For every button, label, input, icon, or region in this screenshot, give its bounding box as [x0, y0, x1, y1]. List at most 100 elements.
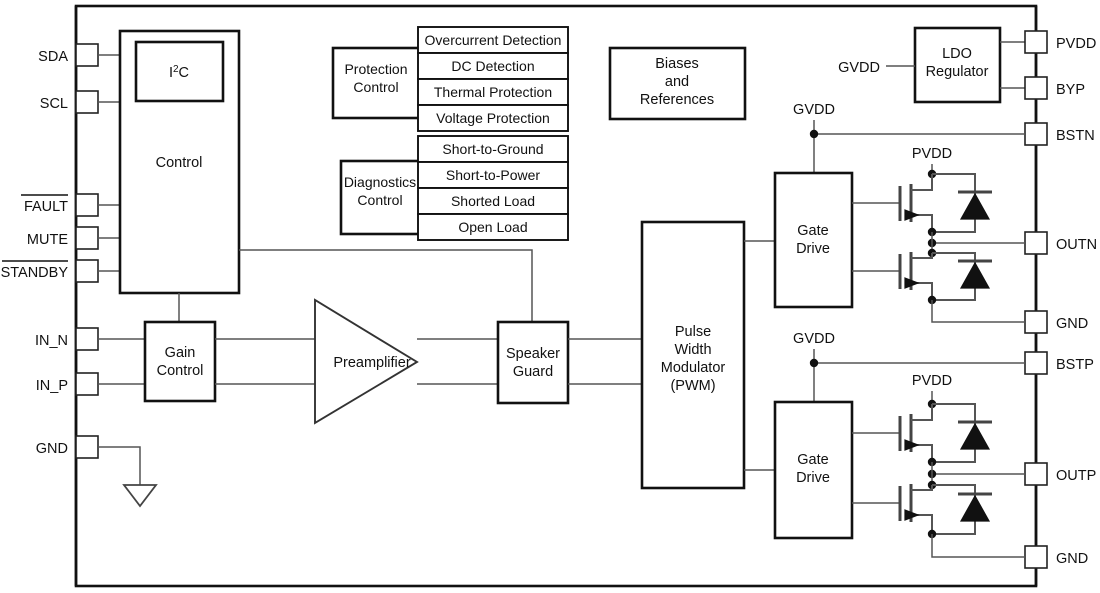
pvdd-label-bottom: PVDD — [912, 373, 952, 389]
ground-symbol — [122, 484, 158, 508]
diagnostics-control-label-1: Diagnostics — [344, 174, 416, 190]
body-diode-p-high — [959, 422, 991, 450]
pin-label-fault: FAULT — [24, 199, 68, 215]
pin-in-n[interactable]: IN_N — [35, 327, 145, 351]
pin-outn[interactable]: OUTN — [1024, 231, 1097, 255]
protection-item[interactable] — [417, 52, 569, 80]
pin-standby[interactable]: STANDBY — [1, 259, 120, 283]
preamplifier-label: Preamplifier — [333, 355, 411, 371]
body-diode-n-high — [959, 192, 991, 220]
pin-label-in-p: IN_P — [36, 378, 68, 394]
pin-gnd-left[interactable]: GND — [36, 435, 141, 485]
gvdd-label-top: GVDD — [793, 102, 835, 118]
pin-byp[interactable]: BYP — [1024, 76, 1085, 100]
i2c-block-label: I2C — [169, 64, 189, 81]
pin-label-gnd-n: GND — [1056, 316, 1088, 332]
diagnostics-item-label: Shorted Load — [451, 193, 535, 209]
mosfet-arrow — [904, 209, 920, 221]
pin-in-p[interactable]: IN_P — [36, 372, 145, 396]
i2c-block[interactable] — [134, 40, 225, 103]
biases-label-3: References — [640, 92, 714, 108]
biases-label-1: Biases — [655, 56, 699, 72]
junction-dot — [809, 129, 819, 139]
pin-mute[interactable]: MUTE — [27, 226, 120, 250]
pin-pvdd-right[interactable]: PVDD — [1024, 30, 1096, 54]
pin-sda[interactable]: SDA — [38, 43, 120, 67]
speaker-guard-label-1: Speaker — [506, 346, 560, 362]
diagnostics-control-block[interactable] — [339, 159, 421, 236]
wire-lowside-n-to-gnd — [931, 300, 1025, 323]
body-diode-n-low — [959, 261, 991, 289]
preamplifier-block[interactable] — [314, 298, 419, 425]
biases-label-2: and — [665, 74, 689, 90]
speaker-guard-block[interactable] — [496, 320, 570, 405]
pin-label-bstp: BSTP — [1056, 357, 1094, 373]
gate-drive-n-block[interactable] — [773, 171, 854, 309]
diagnostics-item[interactable] — [417, 187, 569, 215]
pin-label-bstn: BSTN — [1056, 128, 1095, 144]
pwm-label-1: Pulse — [675, 324, 711, 340]
pin-bstp[interactable]: BSTP — [1024, 351, 1094, 375]
pin-gnd-p[interactable]: GND — [1024, 545, 1088, 569]
protection-item-label: Overcurrent Detection — [425, 32, 562, 48]
body-diode-p-low — [959, 494, 991, 522]
pin-label-in-n: IN_N — [35, 333, 68, 349]
pwm-block[interactable] — [640, 220, 746, 490]
pin-label-outp: OUTP — [1056, 468, 1096, 484]
ldo-label-1: LDO — [942, 46, 972, 62]
pin-label-scl: SCL — [40, 96, 68, 112]
ldo-regulator-block[interactable] — [913, 26, 1002, 104]
output-stage-p: GVDD Gate Drive PVDD — [773, 331, 1025, 558]
pwm-label-3: Modulator — [661, 360, 726, 376]
diagnostics-item-label: Short-to-Power — [446, 167, 540, 183]
mosfet-arrow — [904, 509, 920, 521]
ldo-input-label-gvdd: GVDD — [838, 60, 880, 76]
gvdd-label-bottom: GVDD — [793, 331, 835, 347]
gate-drive-p-label-1: Gate — [797, 452, 828, 468]
control-block-label: Control — [156, 155, 203, 171]
diagnostics-item-label: Short-to-Ground — [442, 141, 543, 157]
gate-drive-p-label-2: Drive — [796, 470, 830, 486]
pin-label-gnd-left: GND — [36, 441, 68, 457]
protection-item-label: Thermal Protection — [434, 84, 552, 100]
mosfet-arrow — [904, 277, 920, 289]
pin-gnd-n[interactable]: GND — [1024, 310, 1088, 334]
junction-dot — [809, 358, 819, 368]
gain-control-label-1: Gain — [165, 345, 196, 361]
diagnostics-item[interactable] — [417, 135, 569, 163]
pin-label-outn: OUTN — [1056, 237, 1097, 253]
wire-control-to-speaker-guard — [239, 249, 533, 322]
gain-control-block[interactable] — [143, 320, 217, 403]
pin-label-standby: STANDBY — [1, 265, 69, 281]
wire-lowside-p-to-gnd — [931, 534, 1025, 558]
pin-outp[interactable]: OUTP — [1024, 462, 1096, 486]
pin-label-byp: BYP — [1056, 82, 1085, 98]
mosfet-arrow — [904, 439, 920, 451]
pin-bstn[interactable]: BSTN — [1024, 122, 1095, 146]
protection-items-list: Overcurrent Detection DC Detection Therm… — [417, 26, 569, 132]
pin-label-mute: MUTE — [27, 232, 68, 248]
pwm-label-4: (PWM) — [670, 378, 715, 394]
speaker-guard-label-2: Guard — [513, 364, 553, 380]
gain-control-label-2: Control — [157, 363, 204, 379]
pvdd-label-top: PVDD — [912, 146, 952, 162]
pin-label-pvdd: PVDD — [1056, 36, 1096, 52]
pwm-label-2: Width — [674, 342, 711, 358]
pin-label-gnd-p: GND — [1056, 551, 1088, 567]
protection-item[interactable] — [417, 104, 569, 132]
diagnostics-item[interactable] — [417, 161, 569, 189]
gate-drive-n-label-1: Gate — [797, 223, 828, 239]
protection-control-block[interactable] — [331, 46, 421, 120]
gate-drive-p-block[interactable] — [773, 400, 854, 540]
pin-scl[interactable]: SCL — [40, 90, 120, 114]
output-stage-n: GVDD Gate Drive PVDD — [773, 102, 1025, 323]
diagnostics-item[interactable] — [417, 213, 569, 241]
ldo-label-2: Regulator — [926, 64, 989, 80]
protection-control-label-2: Control — [353, 79, 398, 95]
diagnostics-control-label-2: Control — [357, 192, 402, 208]
pin-fault[interactable]: FAULT — [21, 193, 120, 217]
biases-references-block[interactable] — [608, 46, 747, 121]
gate-drive-n-label-2: Drive — [796, 241, 830, 257]
